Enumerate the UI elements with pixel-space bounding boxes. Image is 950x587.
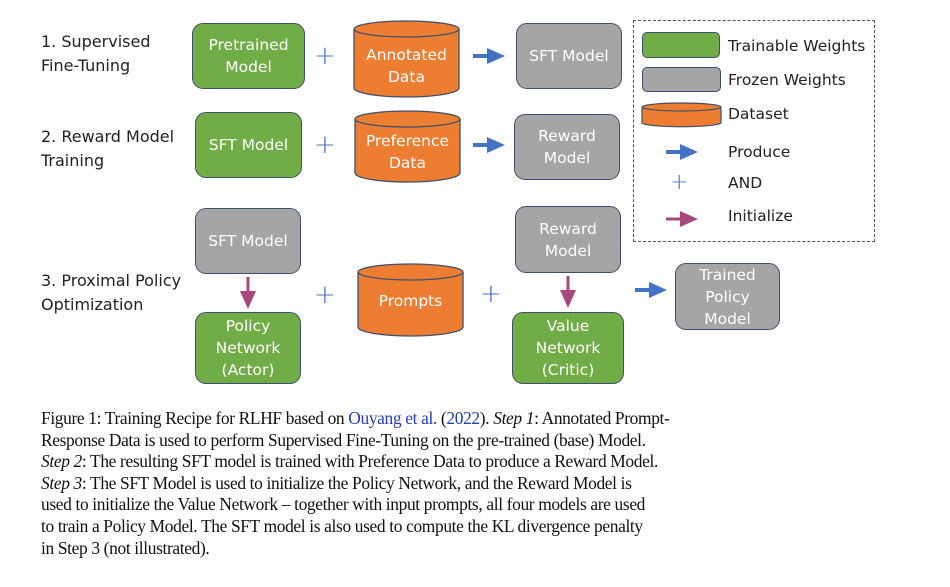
caption-text: ). xyxy=(479,408,494,428)
step-label-line: Fine-Tuning xyxy=(41,56,131,75)
legend xyxy=(633,20,875,242)
box-label: SFT Model xyxy=(529,47,609,65)
box-label: (Actor) xyxy=(221,361,275,379)
caption-line: to train a Policy Model. The SFT model i… xyxy=(41,515,643,536)
legend-frozen-swatch xyxy=(642,67,721,92)
caption-line: Step 2: The resulting SFT model is train… xyxy=(41,451,921,473)
caption-line: used to initialize the Value Network – t… xyxy=(41,494,646,515)
caption-line: in Step 3 (not illustrated). xyxy=(41,537,210,558)
legend-frozen-label: Frozen Weights xyxy=(728,71,846,89)
caption-step-label: Step 1 xyxy=(493,408,535,428)
cylinder-label: Prompts xyxy=(378,292,443,310)
caption-line: Step 3: The SFT Model is used to initial… xyxy=(41,473,921,495)
legend-produce-label: Produce xyxy=(728,143,791,161)
box-label: Reward xyxy=(539,219,597,238)
produce-arrow-icon xyxy=(473,137,505,153)
cylinder-label: Annotated xyxy=(366,46,447,64)
caption-text: ( xyxy=(436,408,447,428)
figure-caption: Figure 1: Training Recipe for RLHF based… xyxy=(41,408,921,559)
step-label-line: 3. Proximal Policy xyxy=(41,271,182,290)
box-label: Policy xyxy=(225,317,271,335)
legend-produce-arrow-icon xyxy=(666,144,698,160)
box-label: Model xyxy=(543,149,591,167)
prompts-cylinder: Prompts xyxy=(357,263,464,337)
initialize-arrow-icon xyxy=(560,276,576,308)
cylinder-icon xyxy=(357,263,464,337)
step-2-label: 2. Reward Model Training xyxy=(41,125,174,173)
caption-text: : The resulting SFT model is trained wit… xyxy=(81,451,658,472)
step-1-label: 1. Supervised Fine-Tuning xyxy=(41,30,150,78)
sft-model-frozen-box: SFT Model xyxy=(195,208,301,274)
plus-icon: + xyxy=(314,130,336,160)
sft-model-output-box: SFT Model xyxy=(516,23,622,89)
cylinder-icon xyxy=(354,110,461,183)
legend-plus-icon: + xyxy=(670,170,689,195)
box-label: SFT Model xyxy=(208,232,288,250)
step-label-line: 1. Supervised xyxy=(41,32,151,51)
step-label-line: Optimization xyxy=(41,295,144,314)
produce-arrow-icon xyxy=(473,48,505,64)
caption-text: Figure 1: Training Recipe for RLHF based… xyxy=(41,408,349,428)
legend-dataset-label: Dataset xyxy=(728,105,789,123)
box-label: Network xyxy=(215,339,281,357)
box-label: (Critic) xyxy=(541,361,595,379)
plus-icon: + xyxy=(314,280,336,310)
caption-text: : The SFT Model is used to initialize th… xyxy=(81,472,632,493)
box-label: Network xyxy=(535,339,601,357)
cylinder-label: Data xyxy=(388,154,426,172)
box-label: Reward xyxy=(538,127,596,145)
caption-step-label: Step 2 xyxy=(41,451,82,472)
box-label: Model xyxy=(225,58,272,76)
box-label: Pretrained xyxy=(208,36,289,54)
caption-step-label: Step 3 xyxy=(41,472,82,493)
caption-text: : Annotated Prompt- xyxy=(534,408,670,428)
legend-and-label: AND xyxy=(728,174,763,192)
box-label: Value xyxy=(546,317,590,335)
legend-initialize-arrow-icon xyxy=(666,211,698,227)
box-label: Model xyxy=(704,309,751,328)
caption-line: Figure 1: Training Recipe for RLHF based… xyxy=(41,408,921,430)
cylinder-icon xyxy=(353,20,460,98)
produce-arrow-icon xyxy=(635,282,667,298)
legend-dataset-cylinder-icon xyxy=(641,102,722,128)
cylinder-label: Data xyxy=(387,68,425,86)
caption-line: Response Data is used to perform Supervi… xyxy=(41,429,646,450)
legend-trainable-swatch xyxy=(642,32,720,58)
box-label: Trained xyxy=(699,265,756,284)
legend-trainable-label: Trainable Weights xyxy=(728,37,866,55)
box-label: SFT Model xyxy=(208,136,289,154)
sft-model-input-box: SFT Model xyxy=(195,112,302,178)
step-label-line: 2. Reward Model xyxy=(41,127,175,146)
cylinder-label: Preference xyxy=(365,132,450,150)
legend-initialize-label: Initialize xyxy=(728,207,793,225)
step-label-line: Training xyxy=(41,151,105,170)
box-label: Model xyxy=(544,241,592,260)
initialize-arrow-icon xyxy=(240,277,256,309)
step-3-label: 3. Proximal Policy Optimization xyxy=(41,269,181,317)
plus-icon: + xyxy=(314,41,336,71)
citation-link-author[interactable]: Ouyang et al. xyxy=(348,408,437,428)
box-label: Policy xyxy=(705,287,750,306)
plus-icon: + xyxy=(480,279,502,309)
citation-link-year[interactable]: 2022 xyxy=(446,408,480,428)
